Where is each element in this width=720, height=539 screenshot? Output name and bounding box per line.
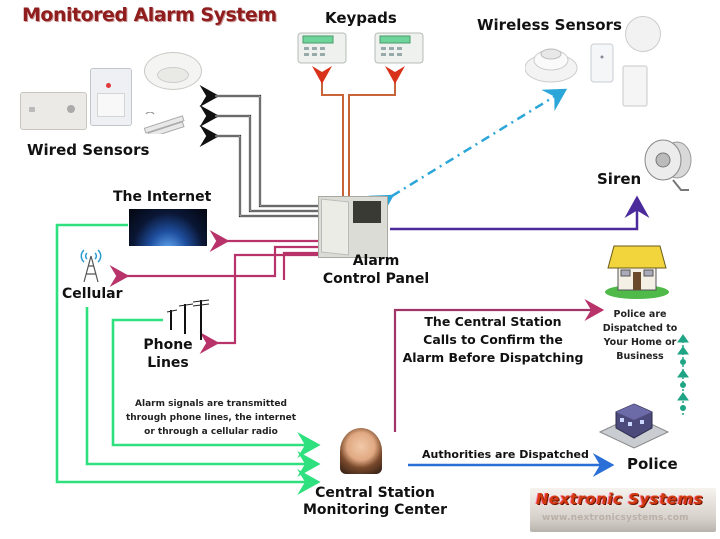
- police-label: Police: [627, 455, 678, 473]
- confirm-note-line1: The Central Station: [424, 314, 562, 329]
- wireless-sensors-label: Wireless Sensors: [477, 16, 622, 34]
- page-title: Monitored Alarm System: [22, 4, 277, 26]
- confirm-note-line2: Calls to Confirm the: [423, 332, 563, 347]
- monitoring-links: [55, 223, 321, 495]
- wired-sensor-links: [199, 85, 320, 218]
- co-detector-icon: [20, 92, 87, 130]
- motion-detector-icon: [90, 68, 132, 126]
- branding-url: www.nextronicsystems.com: [542, 513, 689, 523]
- comm-links: [109, 230, 320, 354]
- central-station-label-line2: Monitoring Center: [302, 502, 448, 518]
- cellular-label: Cellular: [62, 286, 123, 302]
- transmission-note: Alarm signals are transmitted through ph…: [125, 399, 297, 437]
- central-station-label: Central Station Monitoring Center: [290, 485, 460, 519]
- confirm-call-link: [393, 299, 605, 432]
- branding-name: Nextronic Systems: [536, 490, 704, 508]
- home-dispatch-note: Police are Dispatched to Your Home or Bu…: [602, 309, 678, 362]
- door-contact-icon: [142, 111, 186, 139]
- phone-pole-icon: [163, 298, 213, 340]
- keypads-label: Keypads: [325, 9, 397, 27]
- police-station-icon: [598, 398, 670, 450]
- police-to-home-link: [677, 334, 689, 415]
- alarm-panel-icon: [318, 196, 388, 258]
- dispatch-note: Authorities are Dispatched: [422, 448, 589, 461]
- operator-avatar: [340, 428, 382, 474]
- cell-tower-icon: [78, 244, 104, 284]
- siren-label: Siren: [597, 170, 642, 188]
- keypad-icon: [297, 32, 347, 64]
- wireless-link: [368, 88, 568, 218]
- smoke-detector-icon: [144, 52, 202, 90]
- wired-sensors-label: Wired Sensors: [27, 141, 150, 159]
- siren-icon: [641, 136, 695, 192]
- internet-globe-icon: [129, 209, 207, 246]
- internet-label: The Internet: [113, 189, 212, 205]
- alarm-panel-label-line1: Alarm: [352, 253, 400, 269]
- alarm-panel-label: Alarm Control Panel: [312, 252, 440, 288]
- home-icon: [604, 242, 670, 300]
- keypad-icon: [374, 32, 424, 64]
- siren-link: [390, 195, 650, 231]
- phone-lines-label: Phone Lines: [138, 336, 198, 372]
- central-station-label-line1: Central Station: [315, 485, 435, 501]
- phone-lines-label-line2: Lines: [147, 355, 189, 371]
- confirm-note: The Central Station Calls to Confirm the…: [398, 313, 588, 367]
- branding-logo: Nextronic Systems www.nextronicsystems.c…: [530, 488, 716, 532]
- wireless-smoke-detector-icon: [625, 16, 661, 52]
- phone-lines-label-line1: Phone: [143, 337, 193, 353]
- wireless-sensors-icon: [524, 40, 665, 112]
- keypad-links: [312, 66, 405, 198]
- alarm-panel-label-line2: Control Panel: [322, 271, 430, 287]
- confirm-note-line3: Alarm Before Dispatching: [402, 350, 584, 365]
